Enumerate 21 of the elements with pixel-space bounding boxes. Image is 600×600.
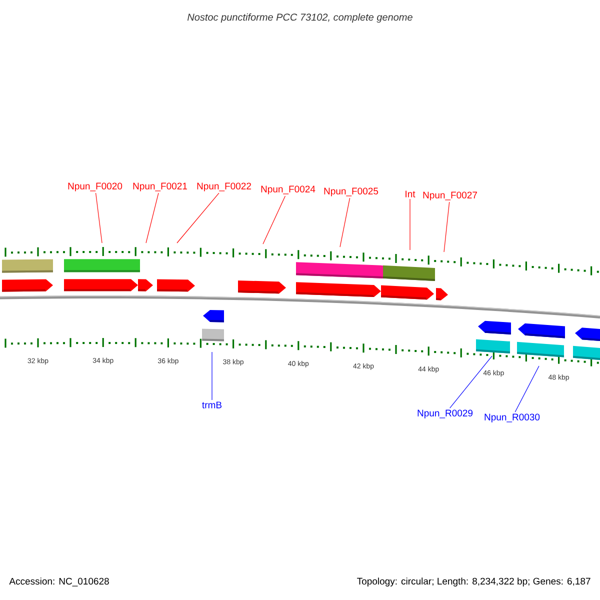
leader-line <box>450 356 492 408</box>
leader-line <box>444 202 450 252</box>
gene-label: Npun_F0022 <box>197 182 251 192</box>
gene-label: Npun_F0024 <box>261 186 316 194</box>
title: Nostoc punctiforme PCC 73102, complete genome <box>187 13 412 23</box>
leader-line <box>95 192 102 244</box>
gene-label: Npun_R0029 <box>418 410 473 418</box>
gene-label: Int <box>406 190 416 198</box>
gene-label: trmB <box>202 402 222 408</box>
gene-label: Npun_F0020 <box>68 182 122 192</box>
genome-info-text: Topology: circular; Length: 8,234,322 bp; Genes: 6,187 <box>357 578 590 586</box>
leader-line <box>340 198 350 248</box>
gene-label: Npun_R0030 <box>484 414 540 422</box>
leader-line <box>514 366 540 412</box>
accession-text: Accession: NC_010628 <box>9 578 109 586</box>
leader-line <box>262 196 286 244</box>
gene-label: Npun_F0025 <box>324 188 378 196</box>
leader-line <box>176 192 220 244</box>
gene-label: Npun_F0027 <box>423 192 477 200</box>
gene-label: Npun_F0021 <box>133 182 187 192</box>
leader-line <box>146 192 159 244</box>
